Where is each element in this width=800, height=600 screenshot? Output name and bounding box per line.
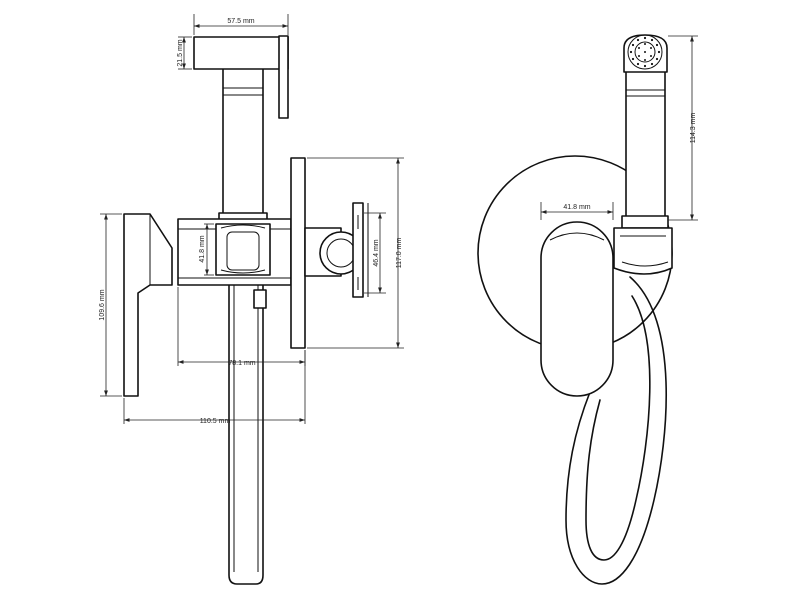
dim-head-height: 21.5 mm bbox=[177, 39, 184, 66]
front-holder-bracket bbox=[613, 227, 673, 275]
dim-head-width: 57.5 mm bbox=[227, 18, 254, 25]
front-spray-nozzles bbox=[629, 36, 661, 68]
dim-body-depth: 78.1 mm bbox=[228, 360, 255, 367]
side-shower-head bbox=[193, 36, 289, 70]
side-escutcheon-plate bbox=[290, 157, 306, 349]
dim-lever-height: 109.6 mm bbox=[99, 289, 106, 320]
dim-escutcheon-height: 117.0 mm bbox=[396, 238, 403, 269]
side-handle-tube bbox=[222, 67, 264, 221]
dim-elbow-height: 46.4 mm bbox=[373, 239, 380, 266]
front-holder-collar bbox=[621, 215, 669, 229]
side-lever-handle bbox=[123, 213, 173, 397]
front-hose-inner bbox=[585, 295, 651, 561]
front-view bbox=[477, 34, 673, 585]
dim-total-depth: 110.5 mm bbox=[200, 418, 231, 425]
side-shower-button bbox=[278, 35, 289, 119]
side-dimensions: 57.5 mm 21.5 mm 41.8 mm 109.6 mm 78.1 mm… bbox=[99, 14, 404, 425]
side-hose-inner bbox=[233, 285, 259, 572]
side-elbow-flange bbox=[352, 202, 364, 298]
dim-front-lever-width: 41.8 mm bbox=[563, 204, 590, 211]
front-hose-outer bbox=[565, 276, 668, 585]
front-dimensions: 41.8 mm 114.3 mm bbox=[540, 35, 698, 221]
front-lever-handle bbox=[540, 221, 614, 397]
side-view bbox=[123, 35, 369, 585]
dim-shower-length: 114.3 mm bbox=[690, 113, 697, 144]
front-spray-face bbox=[627, 34, 663, 70]
front-handle-tube bbox=[625, 69, 666, 219]
side-hose-nub bbox=[253, 289, 267, 309]
side-hose bbox=[228, 279, 264, 585]
dim-holder-height: 41.8 mm bbox=[199, 235, 206, 262]
side-holder-bracket bbox=[215, 223, 271, 276]
